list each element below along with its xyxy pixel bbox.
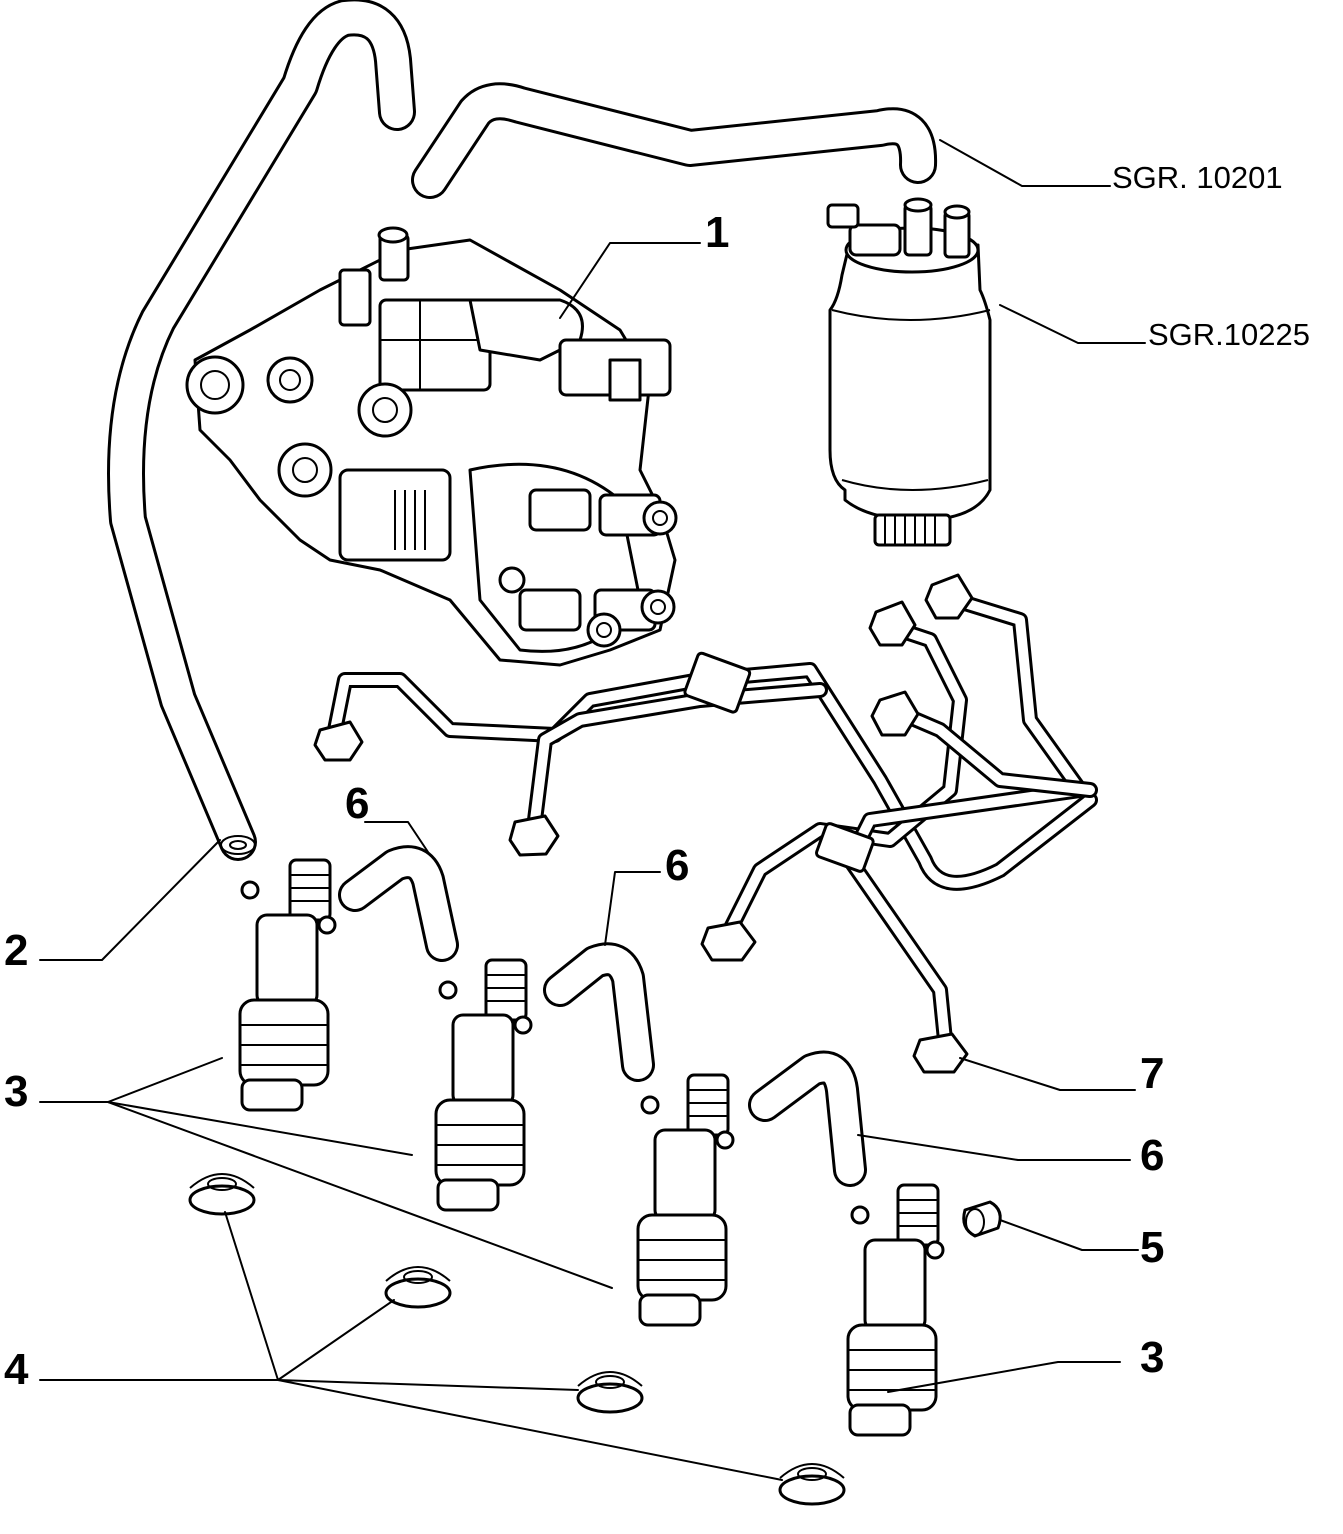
callout-2: 2	[4, 926, 28, 975]
leak-off-hoses	[338, 845, 867, 1187]
callout-3-right: 3	[1140, 1333, 1164, 1382]
injector-1	[238, 858, 337, 1112]
return-hose-long	[107, 0, 416, 861]
cap	[962, 1200, 1002, 1238]
injector-3	[636, 1073, 735, 1327]
hose-to-filter	[411, 82, 938, 199]
callout-3-left: 3	[4, 1067, 28, 1116]
ref-sgr-10225: SGR.10225	[1148, 317, 1310, 352]
washer-1	[188, 1173, 256, 1216]
injector-2	[434, 958, 533, 1212]
callout-1: 1	[705, 208, 729, 257]
callout-6-a: 6	[345, 779, 369, 828]
injection-pump	[185, 226, 678, 667]
fuel-filter	[826, 197, 992, 547]
ref-sgr-10201: SGR. 10201	[1112, 160, 1283, 195]
injector-4	[846, 1183, 945, 1437]
washer-2	[384, 1266, 452, 1309]
washer-3	[576, 1371, 644, 1414]
callout-6-b: 6	[665, 841, 689, 890]
washer-4	[778, 1463, 846, 1506]
callout-7: 7	[1140, 1049, 1164, 1098]
injector-pipes	[313, 573, 1098, 1074]
callout-5: 5	[1140, 1223, 1164, 1272]
callout-4: 4	[4, 1345, 29, 1394]
callout-6-c: 6	[1140, 1131, 1164, 1180]
leader-lines	[39, 139, 1146, 1481]
